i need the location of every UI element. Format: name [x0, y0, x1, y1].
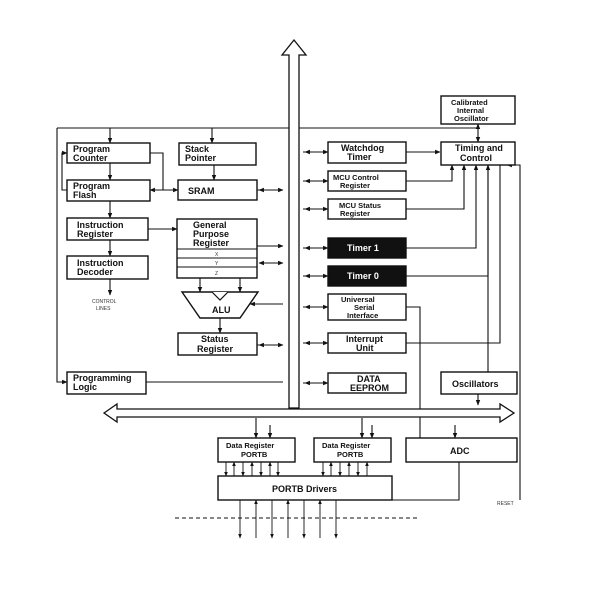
timer1-label: Timer 1 [347, 243, 379, 253]
usi-line2: Serial [354, 303, 374, 312]
watchdog-line1: Watchdog [341, 143, 384, 153]
instruction-register-line1: Instruction [77, 220, 124, 230]
program-counter-block: Program Counter [66, 142, 151, 164]
calosc-line3: Oscillator [454, 114, 489, 123]
mcucr-line2: Register [340, 181, 370, 190]
timing-control-block: Timing and Control [440, 141, 516, 166]
instruction-decoder-line2: Decoder [77, 267, 114, 277]
mcusr-to-timing [406, 164, 467, 210]
status-register-line2: Register [197, 344, 234, 354]
oscillators-label: Oscillators [452, 379, 499, 389]
left-feedback-line [56, 128, 68, 385]
usi-to-portb [406, 306, 421, 440]
stack-pointer-block: Stack Pointer [178, 142, 257, 166]
timer0-label: Timer 0 [347, 271, 379, 281]
interrupt-unit-block: Interrupt Unit [327, 332, 407, 354]
control-lines-line1: CONTROL [92, 299, 117, 305]
alu-block: ALU [180, 291, 260, 319]
gpr-x: X [215, 252, 219, 258]
timer0-block: Timer 0 [327, 265, 407, 287]
portb-drivers-label: PORTB Drivers [272, 484, 337, 494]
mcusr-line1: MCU Status [339, 201, 381, 210]
program-flash-line1: Program [73, 181, 110, 191]
t1-to-timing [406, 164, 479, 249]
adc-label: ADC [450, 446, 470, 456]
vertical-data-bus [280, 38, 308, 409]
stack-pointer-line2: Pointer [185, 153, 217, 163]
sram-label: SRAM [188, 186, 215, 196]
program-flash-line2: Flash [73, 190, 97, 200]
program-flash-block: Program Flash [66, 179, 151, 202]
flash-pc-loop [61, 150, 68, 191]
program-counter-line1: Program [73, 144, 110, 154]
wires [56, 115, 521, 539]
control-lines-label: CONTROL LINES [92, 299, 117, 312]
dr2-line2: PORTB [337, 450, 364, 459]
general-purpose-register-block: General Purpose Register X Y Z [176, 218, 258, 279]
top-feedback-line [57, 115, 479, 129]
oscillators-block: Oscillators [440, 371, 518, 395]
instruction-register-block: Instruction Register [66, 217, 149, 241]
mcucr-to-timing [406, 164, 455, 182]
data-register-portb-2: Data Register PORTB [313, 437, 392, 463]
programming-logic-line2: Logic [73, 382, 97, 392]
control-lines-line2: LINES [96, 306, 111, 312]
dr1-line2: PORTB [241, 450, 268, 459]
status-register-block: Status Register [177, 332, 258, 356]
irq-to-timing [406, 165, 501, 344]
gpr-y: Y [215, 261, 219, 267]
calibrated-oscillator-block: Calibrated Internal Oscillator [440, 95, 516, 125]
eeprom-line2: EEPROM [350, 383, 389, 393]
program-counter-line2: Counter [73, 153, 108, 163]
programming-logic-line1: Programming [73, 373, 132, 383]
interrupt-line2: Unit [356, 343, 374, 353]
alu-label: ALU [212, 305, 231, 315]
horizontal-data-bus [102, 402, 516, 424]
gpr-z: Z [215, 271, 218, 277]
usi-line1: Universal [341, 295, 375, 304]
gpr-line1: General [193, 220, 227, 230]
calosc-line1: Calibrated [451, 98, 488, 107]
mcu-control-register-block: MCU Control Register [327, 170, 407, 192]
timer1-block: Timer 1 [327, 237, 407, 259]
dr-to-drivers [224, 461, 369, 477]
gpr-line2: Purpose [193, 229, 229, 239]
portb-drivers-block: PORTB Drivers [217, 475, 393, 501]
instruction-decoder-block: Instruction Decoder [66, 255, 149, 280]
programming-logic-block: Programming Logic [66, 371, 147, 395]
dr1-line1: Data Register [226, 441, 274, 450]
watchdog-line2: Timer [347, 152, 372, 162]
data-register-portb-1: Data Register PORTB [217, 437, 296, 463]
usi-block: Universal Serial Interface [327, 293, 407, 321]
mcucr-line1: MCU Control [333, 173, 379, 182]
gpr-line3: Register [193, 238, 230, 248]
instruction-register-line2: Register [77, 229, 114, 239]
data-eeprom-block: DATA EEPROM [327, 372, 407, 394]
instruction-decoder-line1: Instruction [77, 258, 124, 268]
mcu-status-register-block: MCU Status Register [327, 198, 407, 220]
sram-block: SRAM [177, 179, 258, 201]
usi-line3: Interface [347, 311, 378, 320]
status-register-line1: Status [201, 334, 229, 344]
timing-line2: Control [460, 153, 492, 163]
watchdog-timer-block: Watchdog Timer [327, 141, 407, 164]
reset-label: RESET [497, 501, 514, 507]
timing-line1: Timing and [455, 143, 503, 153]
pc-to-sram [150, 152, 179, 193]
interrupt-line1: Interrupt [346, 334, 383, 344]
eeprom-line1: DATA [357, 374, 381, 384]
calosc-line2: Internal [457, 106, 484, 115]
portb-pins [238, 499, 338, 539]
mcusr-line2: Register [340, 209, 370, 218]
stack-pointer-line1: Stack [185, 144, 210, 154]
dr2-line1: Data Register [322, 441, 370, 450]
adc-block: ADC [405, 437, 518, 463]
